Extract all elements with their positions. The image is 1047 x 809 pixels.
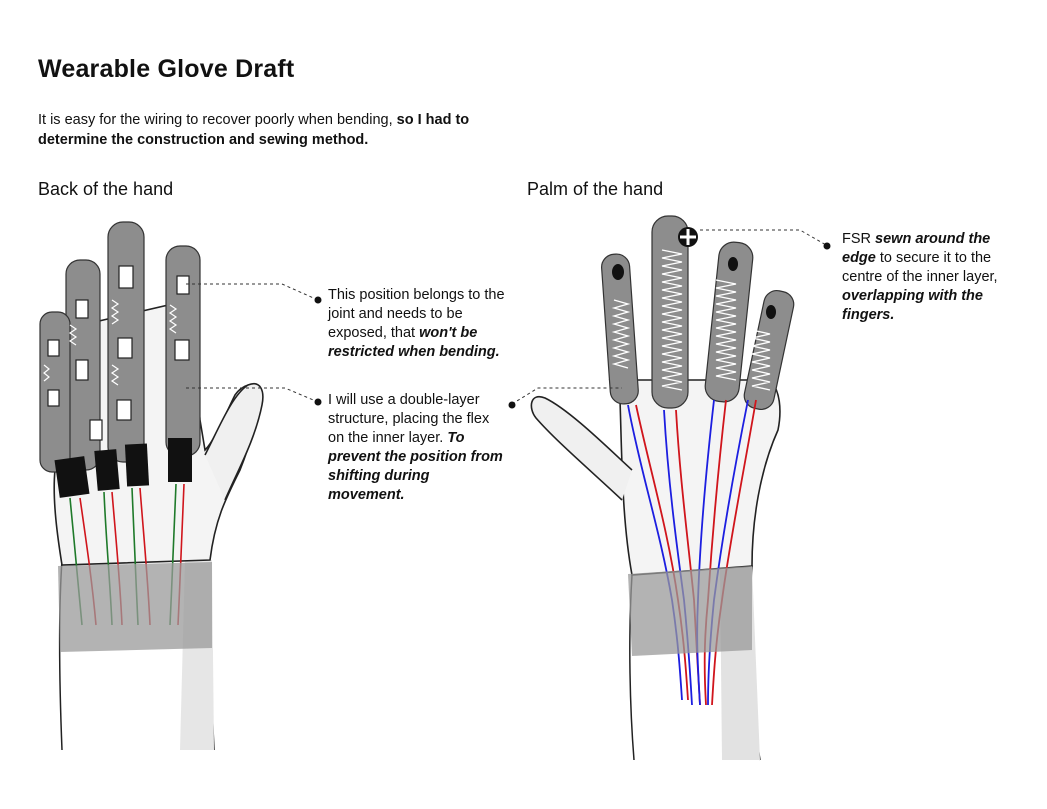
- leader-dot: [314, 296, 322, 304]
- back-joint-window: [47, 339, 60, 357]
- note-layer: I will use a double-layer structure, pla…: [328, 391, 508, 505]
- back-connector-block: [124, 443, 150, 487]
- back-joint-window: [118, 265, 134, 289]
- leader-line-fsr: [700, 229, 827, 246]
- palm-fingertip-pad: [728, 257, 738, 271]
- back-joint-window: [117, 337, 133, 359]
- leader-dot: [508, 401, 516, 409]
- palm-hand-drawing: [530, 215, 795, 761]
- palm-finger-little: [601, 253, 639, 405]
- back-joint-window: [47, 389, 60, 407]
- note-joint-plain: This position belongs to the joint and n…: [328, 287, 505, 341]
- leader-dot: [314, 398, 322, 406]
- back-joint-window: [89, 419, 103, 441]
- back-thumb: [204, 383, 264, 501]
- intro-text: It is easy for the wiring to recover poo…: [38, 110, 498, 150]
- leader-line-layer-palm: [511, 387, 622, 405]
- back-joint-window: [116, 399, 132, 421]
- palm-flex-zigzag: [751, 329, 771, 391]
- back-hand-drawing: [39, 221, 264, 751]
- back-flex-zigzag: [168, 304, 178, 334]
- palm-fingertip-pad: [612, 264, 624, 280]
- back-joint-window: [75, 359, 89, 381]
- back-flex-zigzag: [110, 364, 120, 386]
- back-flex-zigzag: [68, 324, 78, 346]
- back-joint-window: [75, 299, 89, 319]
- intro-light: It is easy for the wiring to recover poo…: [38, 112, 397, 128]
- palm-flex-zigzag: [611, 299, 631, 369]
- leader-line-joint: [186, 283, 319, 301]
- back-flex-zigzag: [110, 299, 120, 325]
- leader-line-layer-back: [186, 387, 319, 403]
- palm-of-hand-heading: Palm of the hand: [527, 179, 664, 199]
- note-joint: This position belongs to the joint and n…: [328, 286, 513, 362]
- intro-bold: so I had to determine the construction a…: [38, 112, 470, 148]
- note-fsr: FSR sewn around the edge to secure it to…: [842, 230, 1022, 325]
- palm-wrist-band: [628, 566, 752, 656]
- palm-fingertip-pad: [766, 305, 776, 319]
- note-joint-emphasis: won't be restricted when bending.: [328, 325, 500, 360]
- back-connector-block: [94, 449, 120, 491]
- back-joint-window: [176, 275, 190, 295]
- back-flex-zigzag: [43, 364, 50, 382]
- back-connector-block: [168, 438, 192, 482]
- palm-thumb: [530, 395, 633, 501]
- leader-dot: [823, 242, 831, 250]
- note-fsr-plain-2: to secure it to the centre of the inner …: [842, 250, 998, 285]
- page-title: Wearable Glove Draft: [38, 55, 295, 83]
- note-fsr-plain-1: FSR: [842, 231, 876, 247]
- back-joint-window: [174, 339, 190, 361]
- back-wrist-band: [58, 562, 212, 652]
- note-fsr-emphasis-1: sewn around the edge: [842, 231, 991, 266]
- back-of-hand-heading: Back of the hand: [38, 179, 174, 199]
- note-fsr-emphasis-2: overlapping with the fingers.: [842, 288, 983, 323]
- back-connector-block: [54, 456, 90, 498]
- fsr-sensor: [678, 227, 698, 247]
- palm-flex-zigzag: [715, 279, 737, 381]
- palm-flex-zigzag: [661, 249, 683, 391]
- note-layer-emphasis: To prevent the position from shifting du…: [328, 430, 503, 503]
- note-layer-plain: I will use a double-layer structure, pla…: [328, 392, 490, 446]
